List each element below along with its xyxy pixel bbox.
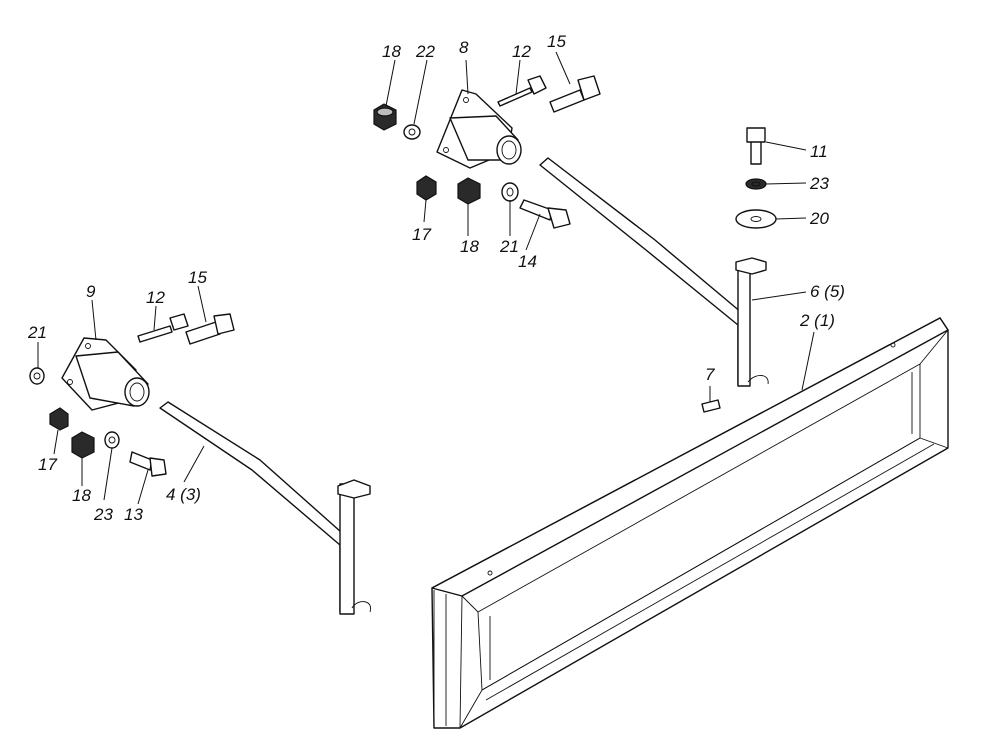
callout-17-mid: 17 bbox=[412, 225, 431, 244]
callout-23-right: 23 bbox=[809, 174, 829, 193]
callout-23-left: 23 bbox=[93, 505, 113, 524]
callout-17-left: 17 bbox=[38, 455, 57, 474]
callout-13: 13 bbox=[124, 505, 143, 524]
callout-20: 20 bbox=[809, 209, 829, 228]
frame-part bbox=[431, 317, 949, 729]
leader-lines bbox=[37, 51, 815, 505]
callout-7: 7 bbox=[705, 365, 715, 384]
callout-2-1: 2 (1) bbox=[799, 311, 835, 330]
callout-18-left: 18 bbox=[72, 486, 91, 505]
callout-15-top: 15 bbox=[547, 32, 566, 51]
callout-labels: 18 22 8 12 15 11 23 20 17 18 21 14 6 (5)… bbox=[27, 32, 845, 524]
callout-11: 11 bbox=[810, 142, 828, 161]
callout-21-left: 21 bbox=[27, 323, 47, 342]
callout-22: 22 bbox=[415, 42, 435, 61]
callout-9: 9 bbox=[86, 282, 96, 301]
callout-21-mid: 21 bbox=[499, 237, 519, 256]
bracket-8-part bbox=[436, 89, 522, 169]
callout-18-mid: 18 bbox=[460, 237, 479, 256]
fasteners-upper bbox=[373, 75, 777, 229]
callout-4-3: 4 (3) bbox=[166, 485, 201, 504]
callout-12-left: 12 bbox=[146, 288, 165, 307]
callout-18-top: 18 bbox=[382, 42, 401, 61]
callout-15-left: 15 bbox=[188, 268, 207, 287]
left-tube-part bbox=[159, 401, 372, 615]
callout-12-top: 12 bbox=[512, 42, 531, 61]
bracket-9-part bbox=[61, 337, 150, 411]
part-7 bbox=[701, 399, 721, 413]
right-tube-part bbox=[539, 157, 769, 387]
callout-6-5: 6 (5) bbox=[810, 282, 845, 301]
callout-14: 14 bbox=[518, 252, 537, 271]
fasteners-left bbox=[29, 313, 235, 477]
callout-8: 8 bbox=[459, 38, 469, 57]
